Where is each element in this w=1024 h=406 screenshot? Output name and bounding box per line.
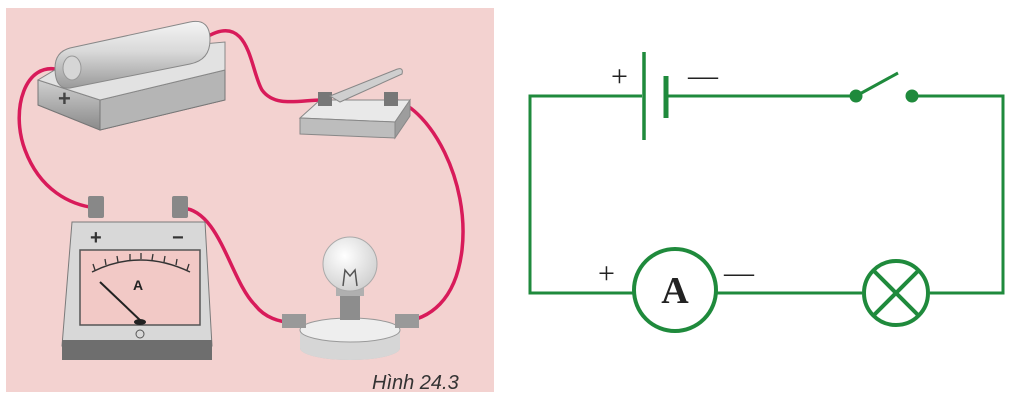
battery-cell	[54, 20, 211, 89]
battery-minus-label: —	[687, 59, 719, 92]
bulb-terminal-right	[395, 314, 419, 328]
ammeter-terminal-minus	[172, 196, 188, 218]
ammeter-plus-label: +	[90, 227, 102, 249]
bulb-device	[282, 236, 419, 360]
ammeter-terminal-plus	[88, 196, 104, 218]
ammeter-minus-label: −	[172, 227, 184, 249]
switch-terminal-right	[384, 92, 398, 106]
switch-terminal-left	[318, 92, 332, 106]
ammeter-plus-schematic-label: +	[598, 257, 615, 290]
ammeter-dial-letter: A	[133, 277, 143, 293]
photo-illustration: + + −	[6, 8, 494, 392]
ammeter-dial-face	[79, 249, 201, 326]
wire-ammeter-to-bulb	[180, 206, 292, 324]
switch-contact-right	[905, 89, 919, 103]
schematic-labels: + — + — A	[598, 59, 755, 312]
wire-left	[528, 94, 642, 295]
wire-battery-to-switch	[203, 29, 324, 104]
ammeter-symbol	[632, 247, 718, 333]
figure-caption: Hình 24.3	[372, 372, 459, 394]
lamp-cross-b	[871, 268, 921, 318]
ammeter-scale-ticks	[92, 253, 190, 271]
circuit-schematic	[528, 52, 1005, 333]
ammeter-minus-schematic-label: —	[723, 256, 755, 289]
wire-right	[912, 94, 1005, 295]
battery-plus-sign: +	[58, 86, 71, 111]
photo-wires	[17, 29, 465, 324]
bulb-glass	[322, 236, 378, 292]
switch-blade	[855, 71, 899, 98]
knife-switch	[298, 68, 411, 140]
bulb-terminal-left	[282, 314, 306, 328]
wire-switch-to-bulb	[393, 98, 465, 324]
bulb-filament	[342, 268, 358, 287]
ammeter-needle	[99, 281, 143, 323]
ammeter-schematic-letter: A	[661, 270, 689, 312]
wire-battery-to-ammeter	[17, 66, 98, 210]
ammeter-device: + − A	[61, 196, 213, 360]
battery-device: +	[36, 20, 226, 131]
battery-plus-label: +	[611, 60, 628, 93]
switch-lever	[328, 68, 403, 103]
